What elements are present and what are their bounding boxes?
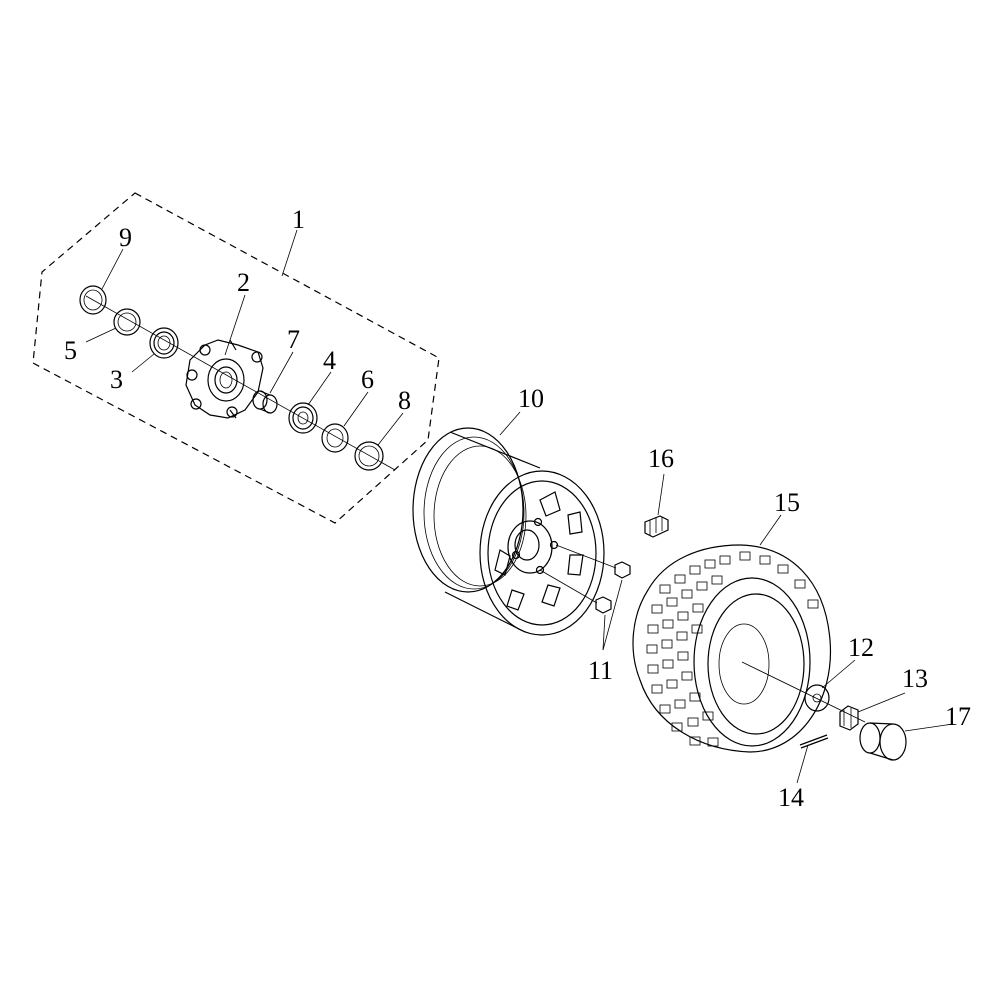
callout-4: 4 — [323, 346, 336, 375]
leader-lines — [85, 229, 954, 784]
callout-17: 17 — [945, 702, 971, 731]
rim-part-10 — [412, 427, 605, 636]
seal-part-9 — [79, 285, 107, 315]
callout-6: 6 — [361, 365, 374, 394]
cotter-pin-part-14 — [799, 734, 829, 749]
callout-9: 9 — [119, 223, 132, 252]
callout-10: 10 — [518, 384, 544, 413]
hub-assembly-boundary — [32, 192, 440, 524]
castle-nut-part-13 — [839, 705, 859, 731]
callout-15: 15 — [774, 488, 800, 517]
callout-7: 7 — [287, 325, 300, 354]
bearing-part-3 — [149, 327, 179, 359]
lug-nuts-part-11 — [539, 544, 631, 614]
callout-11: 11 — [588, 656, 613, 685]
callout-3: 3 — [110, 365, 123, 394]
hub-cap-part-17 — [859, 722, 907, 761]
callout-1: 1 — [292, 205, 305, 234]
callout-5: 5 — [64, 336, 77, 365]
callout-2: 2 — [237, 268, 250, 297]
callout-14: 14 — [778, 783, 804, 812]
bearing-part-4 — [288, 402, 318, 434]
tire-part-15 — [632, 544, 832, 753]
callout-13: 13 — [902, 664, 928, 693]
callout-8: 8 — [398, 386, 411, 415]
axle-axis-line — [741, 661, 866, 723]
washer-part-12 — [804, 684, 830, 712]
seal-part-5 — [113, 308, 141, 336]
callout-16: 16 — [648, 444, 674, 473]
valve-part-16 — [644, 515, 669, 538]
wheel-hub-part-2 — [185, 339, 264, 419]
callout-12: 12 — [848, 633, 874, 662]
seal-part-6 — [321, 423, 349, 453]
tire-tread — [646, 551, 819, 747]
seal-part-8 — [354, 441, 384, 471]
hub-axis-line — [85, 295, 396, 471]
